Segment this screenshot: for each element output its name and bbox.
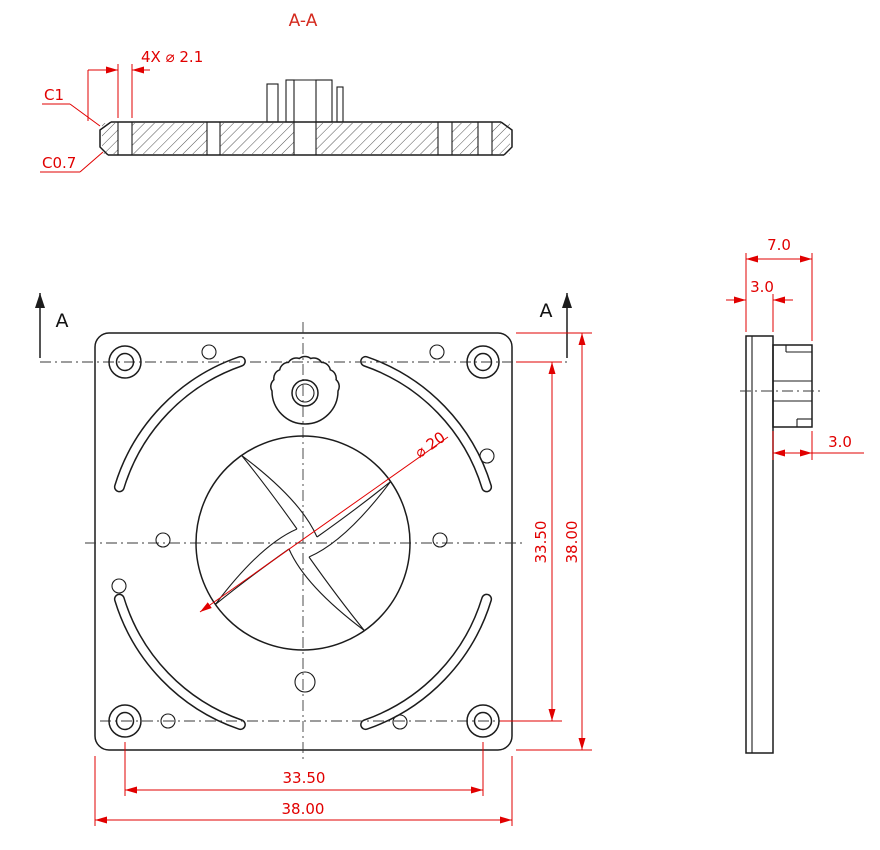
vertical-dimensions: 33.50 38.00 [500, 332, 592, 751]
chamfer-top-label: C1 [44, 86, 64, 104]
side-dimensions: 7.0 3.0 3.0 [726, 236, 864, 460]
section-hatching [102, 123, 510, 154]
horizontal-dimensions: 33.50 38.00 [94, 742, 513, 826]
section-plane-arrows: A A [35, 293, 572, 358]
section-dimensions: 4X ⌀ 2.1 C1 C0.7 [40, 48, 203, 173]
bore-diameter-label: ⌀ 20 [411, 428, 448, 462]
front-view: A A ⌀ 20 33.50 38.00 33.50 [35, 293, 592, 826]
centerlines [40, 322, 567, 762]
corner-holes [108, 345, 500, 738]
plate-outline [94, 332, 513, 751]
section-plate-outline [99, 121, 513, 156]
bore-circle [195, 435, 411, 651]
side-view: 7.0 3.0 3.0 [726, 236, 864, 754]
section-hole-boundaries [117, 122, 493, 155]
section-arrow-label-left: A [56, 310, 69, 332]
horizontal-inner-dim-label: 33.50 [283, 769, 326, 787]
scalloped-knob [270, 355, 340, 425]
section-arrow-label-right: A [540, 300, 553, 322]
chamfer-bottom-label: C0.7 [42, 154, 76, 172]
arc-slots [113, 355, 493, 731]
hole-callout-label: 4X ⌀ 2.1 [141, 48, 203, 66]
bore-diameter-dimension: ⌀ 20 [199, 428, 449, 613]
side-plate-dim-label: 3.0 [750, 278, 774, 296]
side-plate-outline [745, 335, 774, 754]
side-hub-dim-label: 3.0 [828, 433, 852, 451]
section-view-title: A-A [289, 11, 318, 31]
vertical-outer-dim-label: 38.00 [563, 521, 581, 564]
side-hub [740, 344, 822, 428]
side-total-dim-label: 7.0 [767, 236, 791, 254]
vertical-inner-dim-label: 33.50 [532, 521, 550, 564]
small-holes [111, 344, 495, 730]
section-view: A-A [40, 11, 513, 173]
horizontal-outer-dim-label: 38.00 [282, 800, 325, 818]
section-hub [266, 79, 344, 123]
